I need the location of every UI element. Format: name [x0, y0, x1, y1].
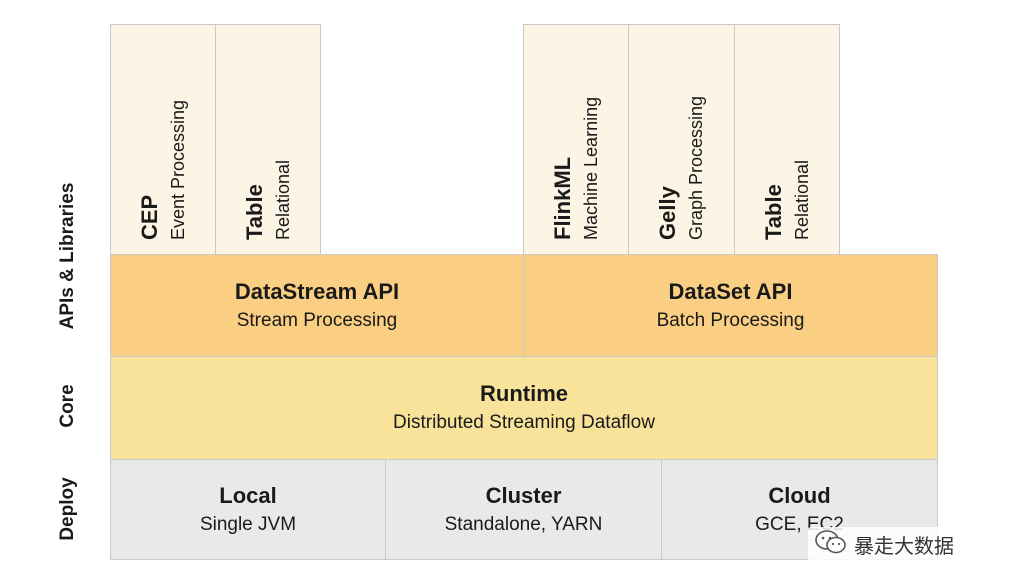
- library-flinkml-text: FlinkML Machine Learning: [541, 25, 611, 240]
- runtime-title: Runtime: [480, 381, 568, 406]
- side-label-deploy: Deploy: [57, 477, 78, 541]
- deploy-local-subtitle: Single JVM: [199, 513, 297, 535]
- watermark-text: 暴走大数据: [854, 534, 954, 558]
- deploy-cloud-title: Cloud: [768, 482, 831, 508]
- dataset-api-title: DataSet API: [668, 278, 793, 304]
- library-table-stream-text: Table Relational: [233, 25, 303, 240]
- deploy-cluster-subtitle: Standalone, YARN: [444, 513, 603, 535]
- library-table-batch-text: Table Relational: [752, 25, 822, 240]
- side-label-core: Core: [57, 384, 78, 428]
- library-table-batch-title: Table: [761, 184, 786, 240]
- datastream-api-box: DataStream API Stream Processing: [110, 254, 524, 357]
- datastream-api-title: DataStream API: [234, 278, 400, 304]
- library-flinkml-title: FlinkML: [550, 156, 575, 240]
- side-label-apis-libraries: APIs & Libraries: [57, 182, 78, 330]
- library-table-batch-subtitle: Relational: [792, 159, 812, 240]
- wechat-icon: [814, 529, 848, 560]
- dataset-api-box: DataSet API Batch Processing: [523, 254, 938, 357]
- library-gelly-text: Gelly Graph Processing: [646, 25, 716, 240]
- runtime-subtitle: Distributed Streaming Dataflow: [393, 412, 655, 433]
- deploy-local-title: Local: [219, 482, 277, 508]
- library-table-batch: [734, 24, 840, 255]
- runtime-box: Runtime Distributed Streaming Dataflow: [110, 356, 938, 460]
- watermark: 暴走大数据: [808, 527, 960, 562]
- deploy-cluster-box: Cluster Standalone, YARN: [385, 459, 662, 560]
- library-cep-text: CEP Event Processing: [128, 25, 198, 240]
- deploy-local-box: Local Single JVM: [110, 459, 386, 560]
- library-table-stream-title: Table: [242, 184, 267, 240]
- deploy-cluster-title: Cluster: [485, 482, 562, 508]
- library-table-stream-subtitle: Relational: [273, 159, 293, 240]
- dataset-api-subtitle: Batch Processing: [656, 309, 805, 331]
- library-cep: [110, 24, 216, 255]
- library-cep-title: CEP: [137, 194, 162, 240]
- library-table-stream: [215, 24, 321, 255]
- datastream-api-subtitle: Stream Processing: [236, 309, 398, 331]
- library-flinkml-subtitle: Machine Learning: [581, 96, 601, 240]
- library-gelly-title: Gelly: [655, 186, 680, 240]
- library-gelly-subtitle: Graph Processing: [686, 95, 706, 240]
- library-cep-subtitle: Event Processing: [168, 99, 188, 240]
